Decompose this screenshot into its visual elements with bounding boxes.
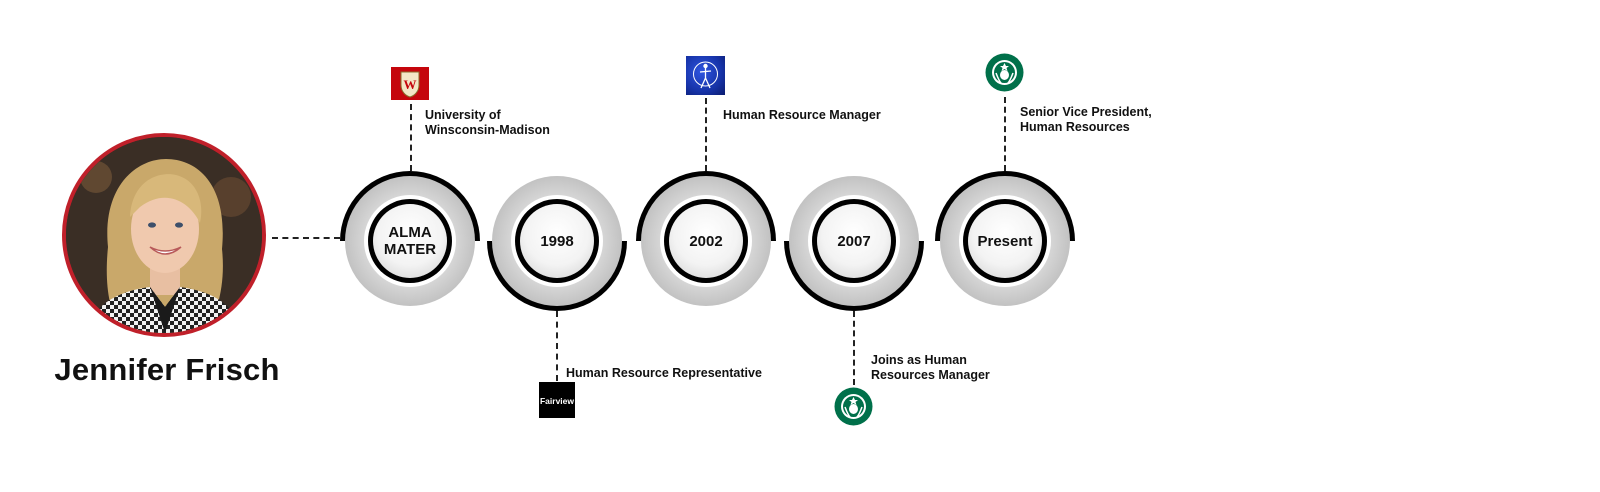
milestone-4-connector [853,311,855,385]
milestone-badge: ALMA MATER [383,224,437,258]
milestone-1998: 1998 [487,171,627,311]
milestone-label: Human Resource Manager [723,108,881,122]
blue-figure-logo-icon [686,56,725,95]
milestone-badge: Present [977,232,1033,250]
person-name: Jennifer Frisch [54,352,280,387]
svg-text:W: W [404,77,417,92]
milestone-label: University of Winsconsin-Madison [425,108,550,137]
milestone-2002: 2002 [636,171,776,311]
milestone-5-connector [1004,97,1006,171]
portrait-connector [272,237,340,239]
milestone-3-connector [705,98,707,171]
milestone-alma-mater: ALMA MATER [340,171,480,311]
milestone-badge: 1998 [540,232,574,250]
milestone-label: Joins as Human Resources Manager [871,353,990,382]
profile-portrait [62,133,266,337]
milestone-badge: 2007 [837,232,871,250]
starbucks-logo-icon [834,387,873,426]
fairview-logo: Fairview [539,382,575,418]
milestone-2-connector [556,311,558,381]
milestone-1-connector [410,104,412,171]
uw-crest-icon: W [391,67,429,100]
milestone-2007: 2007 [784,171,924,311]
milestone-present: Present [935,171,1075,311]
milestone-badge: 2002 [689,232,723,250]
milestone-label: Human Resource Representative [566,366,762,380]
starbucks-logo-icon [985,53,1024,92]
portrait-illustration [66,137,262,333]
milestone-label: Senior Vice President, Human Resources [1020,105,1152,134]
